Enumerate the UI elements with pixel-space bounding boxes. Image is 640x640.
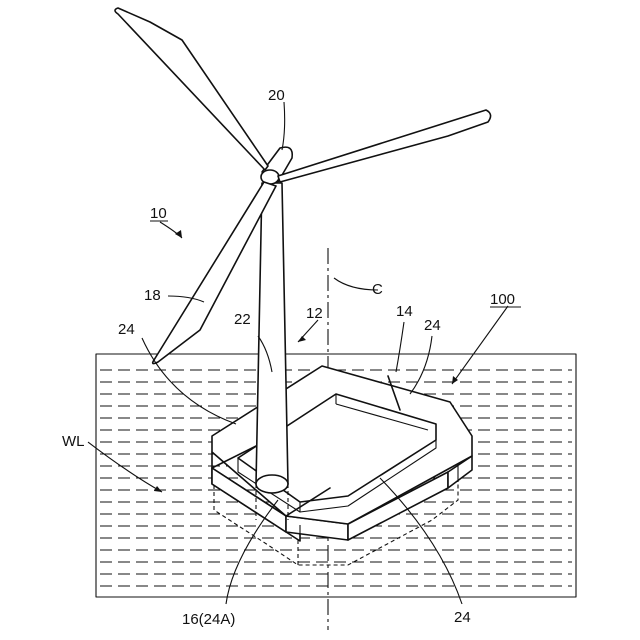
label-water-level: WL [62,433,85,450]
label-structure: 100 [490,291,515,308]
label-tower-unit: 12 [306,305,323,322]
label-tower-base: 16(24A) [182,611,235,628]
leader-hub [282,102,285,150]
label-tower: 22 [234,311,251,328]
blades [115,8,491,364]
blade-right [278,110,491,182]
label-turbine: 10 [150,205,167,222]
label-hollow-right: 24 [424,317,441,334]
label-floating-body: 14 [396,303,413,320]
label-axis: C [372,281,383,298]
arrow-turbine [175,230,182,238]
tower [256,183,288,520]
label-hollow-left: 24 [118,321,135,338]
label-hollow-bottom: 24 [454,609,471,626]
tower-base-ellipse [256,475,288,493]
blade-lower [153,182,276,364]
label-hub: 20 [268,87,285,104]
blade-upper-left [115,8,268,170]
arrow-tower-unit [298,336,306,342]
tower-body [256,183,288,484]
label-blade: 18 [144,287,161,304]
